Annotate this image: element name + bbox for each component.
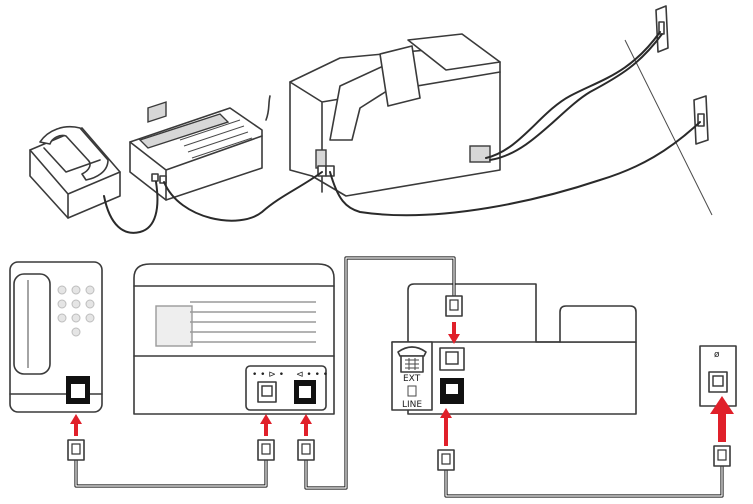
- cable-phone-to-fax: [74, 458, 268, 488]
- cables: [74, 256, 724, 498]
- wall: [624, 5, 713, 216]
- arrow-up-wall: [710, 396, 734, 442]
- plug-fax-ext: [257, 439, 275, 461]
- fax-out-port-label: • • ⊳ •: [252, 370, 284, 380]
- top-cords: [103, 31, 701, 234]
- telephone-handset: [13, 273, 51, 375]
- plug-wall: [713, 445, 731, 467]
- connection-arrows: [70, 322, 734, 446]
- fax-machine: [129, 95, 271, 201]
- line-port-label: LINE: [402, 400, 422, 410]
- fax-out-port: [257, 381, 277, 403]
- wall-jack: ø: [699, 345, 737, 407]
- plug-printer-line: [437, 449, 455, 471]
- printer: [289, 33, 501, 197]
- plug-printer-ext: [445, 295, 463, 317]
- arrow-up-printer-line: [440, 408, 452, 446]
- arrow-up-phone: [70, 414, 82, 436]
- cable-fax-to-printer: [304, 256, 456, 490]
- plug-fax-in: [297, 439, 315, 461]
- cable-printer-to-wall: [444, 464, 724, 498]
- top-illustration: [29, 5, 713, 234]
- arrow-up-fax-in: [300, 414, 312, 436]
- printer-ext-port: [439, 347, 465, 371]
- plug-phone: [67, 439, 85, 461]
- line-icon: [407, 385, 417, 397]
- telephone: [9, 261, 103, 413]
- arrow-up-fax-ext: [260, 414, 272, 436]
- fax-in-port-label: ⊲ • • •: [296, 370, 328, 380]
- telephone-set: [29, 126, 121, 219]
- bottom-schematic: • • ⊳ • ⊲ • • • EXT LINE: [9, 256, 737, 498]
- ext-phone-icon: [397, 346, 427, 373]
- wall-jack-label: ø: [714, 350, 720, 360]
- fax-machine-front: • • ⊳ • ⊲ • • •: [133, 263, 335, 415]
- printer-back-panel: EXT LINE: [391, 283, 637, 415]
- rj11-plugs: [67, 295, 731, 471]
- ext-port-label: EXT: [403, 374, 421, 384]
- fax-paper-slot: [155, 301, 316, 347]
- telephone-keypad: [57, 285, 95, 337]
- arrow-down-printer-ext: [448, 322, 460, 344]
